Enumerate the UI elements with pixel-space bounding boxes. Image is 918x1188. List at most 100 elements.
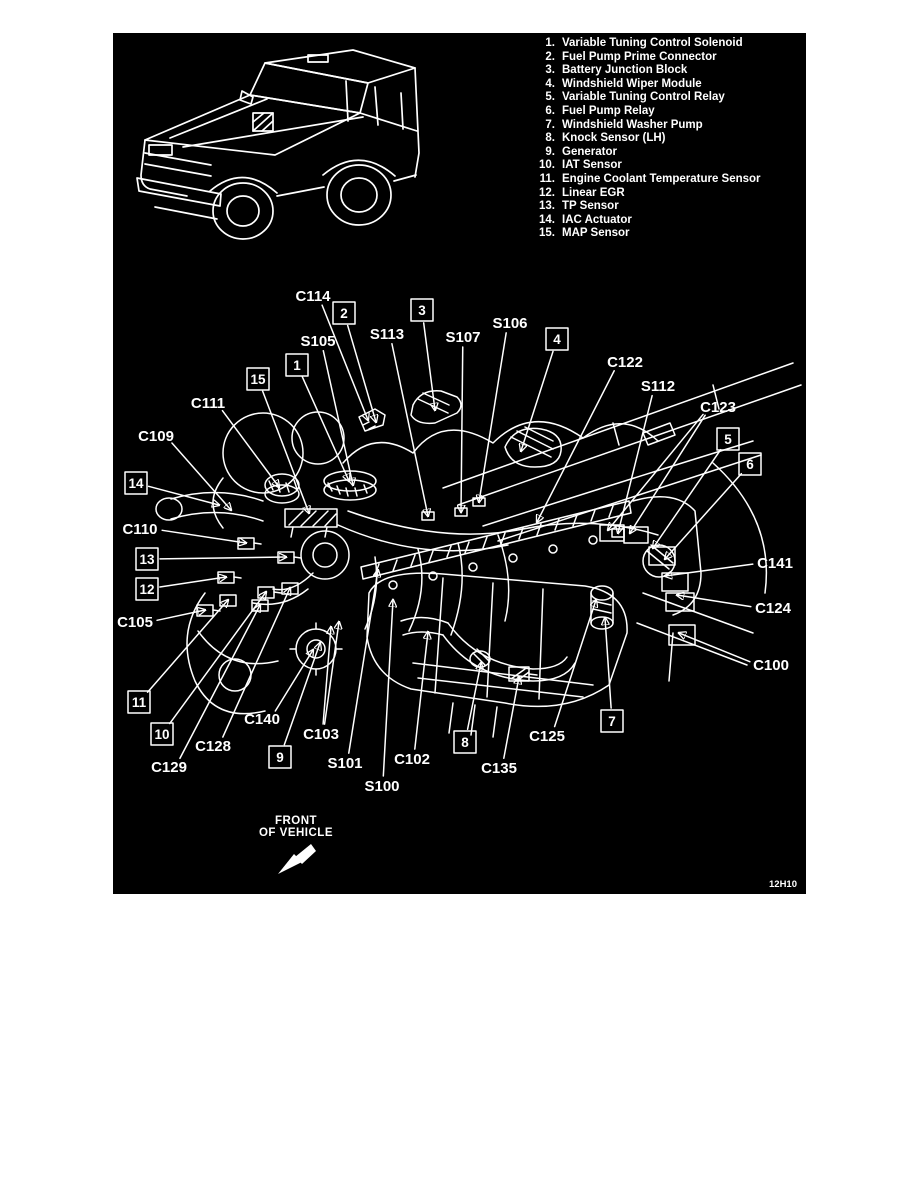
leader-line-S100 [382, 600, 393, 777]
callout-label-C122: C122 [607, 354, 643, 371]
truck-window-pillars [345, 80, 404, 130]
svg-text:11: 11 [132, 695, 147, 710]
legend-item-number: 5. [545, 91, 555, 104]
leader-line-10 [168, 592, 266, 725]
callout-label-S100: S100 [364, 778, 399, 795]
leader-line-11 [146, 600, 228, 693]
svg-text:7: 7 [608, 714, 616, 729]
legend-item: 14.IAC Actuator [529, 214, 801, 228]
callout-label-S107: S107 [445, 329, 480, 346]
engine-harness-art [155, 362, 802, 738]
leader-line-14 [147, 485, 219, 505]
legend-item: 2. Fuel Pump Prime Connector [529, 51, 801, 65]
leader-line-C100 [679, 633, 751, 663]
engine-harness-diagram: C11423S113S105S107S1064115C122S112C111C1… [117, 288, 802, 795]
callout-box-15: 15 [246, 367, 270, 391]
svg-text:S113: S113 [370, 326, 404, 343]
leader-line-13 [159, 557, 286, 559]
svg-text:2: 2 [340, 306, 348, 321]
callout-label-C124: C124 [755, 600, 792, 617]
callout-box-3: 3 [410, 298, 434, 322]
legend-item-number: 2. [545, 50, 555, 63]
legend-item: 11.Engine Coolant Temperature Sensor [529, 173, 801, 187]
truck-hood-crease [169, 98, 268, 139]
legend-item-label: Windshield Washer Pump [562, 118, 703, 131]
legend-item: 12. Linear EGR [529, 187, 801, 201]
leader-line-2 [346, 324, 376, 422]
legend-item: 9.Generator [529, 146, 801, 160]
callout-box-10: 10 [150, 722, 174, 746]
leader-line-1 [301, 376, 349, 481]
legend-item: 10.IAT Sensor [529, 159, 801, 173]
truck-front-wheel [212, 182, 274, 240]
svg-text:S101: S101 [327, 755, 362, 772]
leader-line-S105 [322, 349, 353, 485]
svg-text:S105: S105 [300, 333, 335, 350]
leader-line-C111 [221, 409, 279, 487]
callout-label-C100: C100 [753, 657, 789, 674]
truck-rear-arch [322, 159, 396, 177]
front-of-vehicle-line1: FRONT [274, 815, 318, 827]
leader-line-C129 [179, 605, 260, 760]
legend-item-label: Windshield Wiper Module [562, 77, 702, 90]
svg-text:C129: C129 [151, 759, 187, 776]
leader-line-C105 [156, 610, 205, 622]
legend-item-number: 7. [545, 118, 555, 131]
svg-text:1: 1 [293, 358, 301, 373]
legend-item-label: Linear EGR [562, 186, 625, 199]
leader-line-S101 [348, 570, 378, 754]
svg-text:12: 12 [139, 582, 154, 597]
leader-line-C110 [161, 529, 246, 543]
callout-label-C111: C111 [191, 395, 225, 412]
legend-item: 5. Variable Tuning Control Relay [529, 91, 801, 105]
callout-box-11: 11 [127, 690, 151, 714]
callout-label-C105: C105 [117, 614, 153, 631]
legend-item-number: 12. [539, 186, 555, 199]
leader-line-7 [605, 618, 612, 709]
svg-text:C114: C114 [295, 288, 331, 305]
legend-item-label: Fuel Pump Relay [562, 104, 655, 117]
svg-text:C125: C125 [529, 728, 565, 745]
callout-box-4: 4 [545, 327, 569, 351]
svg-text:3: 3 [418, 303, 426, 318]
svg-text:8: 8 [461, 735, 469, 750]
svg-text:S107: S107 [445, 329, 480, 346]
leader-line-C123 [630, 414, 706, 533]
truck-beltline [359, 112, 418, 132]
legend-item-label: IAC Actuator [562, 213, 632, 226]
svg-text:C122: C122 [607, 354, 643, 371]
legend-item-label: Fuel Pump Prime Connector [562, 50, 717, 63]
callout-box-9: 9 [268, 745, 292, 769]
leader-line-C102 [414, 632, 428, 750]
legend-item: 1.Variable Tuning Control Solenoid [529, 37, 801, 51]
truck-hood-crease [182, 116, 364, 148]
leader-line-C103 [322, 627, 331, 725]
callout-label-S105: S105 [300, 333, 335, 350]
figure-code: 12H10 [769, 879, 797, 890]
legend-item: 7. Windshield Washer Pump [529, 119, 801, 133]
legend-item-label: MAP Sensor [562, 227, 630, 240]
svg-text:4: 4 [553, 332, 561, 347]
leader-line-C141 [665, 563, 754, 576]
callout-label-C109: C109 [138, 428, 174, 445]
truck-front-arch [209, 176, 278, 194]
legend-item-number: 1. [545, 37, 555, 49]
callout-label-C140: C140 [244, 711, 280, 728]
leader-line-3 [422, 322, 435, 410]
truck-rocker [276, 174, 417, 197]
leader-line-4 [521, 350, 554, 451]
callout-box-5: 5 [716, 427, 740, 451]
leader-line-S107 [461, 346, 463, 512]
legend-item-number: 8. [545, 132, 555, 145]
svg-text:9: 9 [276, 750, 284, 765]
legend-item-number: 6. [545, 104, 555, 117]
legend-item-label: Knock Sensor (LH) [562, 132, 666, 145]
legend-item-label: Variable Tuning Control Relay [562, 91, 725, 104]
callout-box-2: 2 [332, 301, 356, 325]
legend-item-number: 4. [545, 77, 555, 90]
svg-text:C109: C109 [138, 428, 174, 445]
svg-text:C103: C103 [303, 726, 339, 743]
svg-text:13: 13 [139, 552, 155, 567]
